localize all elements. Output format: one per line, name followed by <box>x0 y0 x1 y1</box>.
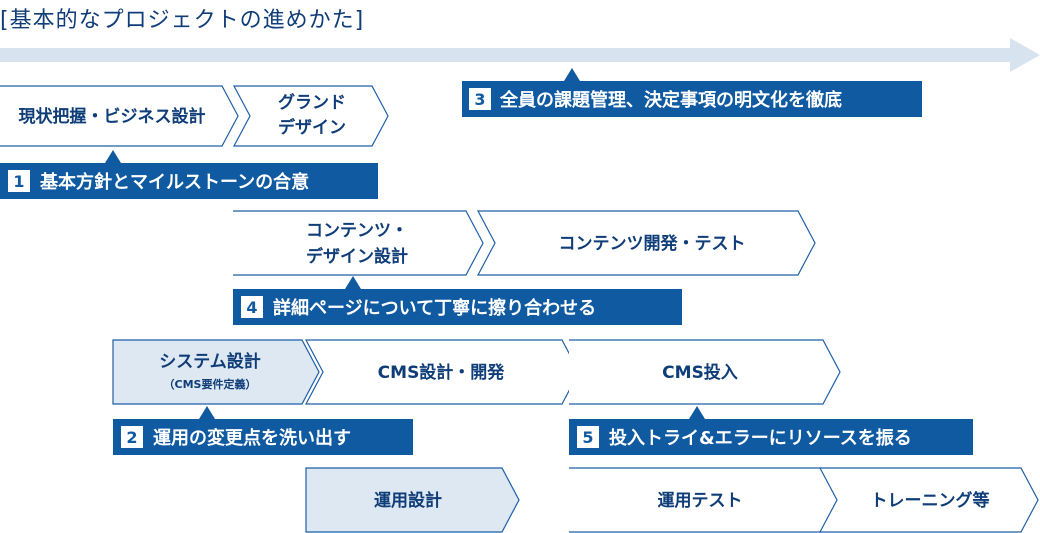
step-operation-design: 運用設計 <box>305 467 520 533</box>
callout-number: 1 <box>13 172 24 191</box>
callout-5: 5 投入トライ&エラーにリソースを振る <box>569 406 973 455</box>
step-label: デザイン設計 <box>306 246 408 267</box>
callout-text: 運用の変更点を洗い出す <box>153 427 351 449</box>
step-label: コンテンツ・ <box>306 221 408 241</box>
callout-text: 全員の課題管理、決定事項の明文化を徹底 <box>499 89 842 111</box>
step-label: 現状把握・ビジネス設計 <box>19 106 206 127</box>
step-training: トレーニング等 <box>819 467 1039 533</box>
callout-number: 3 <box>474 90 485 109</box>
page-title: [基本的なプロジェクトの進めかた] <box>0 8 365 33</box>
callout-3: 3 全員の課題管理、決定事項の明文化を徹底 <box>462 68 922 117</box>
step-label: CMS設計・開発 <box>378 362 506 383</box>
step-label: 運用テスト <box>658 491 743 511</box>
callout-4: 4 詳細ページについて丁寧に擦り合わせる <box>233 276 682 325</box>
step-label: 運用設計 <box>374 490 442 511</box>
callout-1: 1 基本方針とマイルストーンの合意 <box>0 150 378 199</box>
step-cms-design-dev: CMS設計・開発 <box>305 339 580 405</box>
step-label: システム設計 <box>159 351 261 372</box>
callout-number: 4 <box>246 298 257 317</box>
step-content-design: コンテンツ・ デザイン設計 <box>233 210 484 276</box>
step-label: トレーニング等 <box>871 490 990 511</box>
callout-text: 投入トライ&エラーにリソースを振る <box>609 427 912 449</box>
step-cms-input: CMS投入 <box>569 339 841 405</box>
step-label: コンテンツ開発・テスト <box>559 233 746 254</box>
step-label: デザイン <box>278 117 346 138</box>
timeline-arrow <box>0 38 1040 72</box>
callout-number: 5 <box>582 428 593 447</box>
step-content-dev-test: コンテンツ開発・テスト <box>477 210 816 276</box>
step-operation-test: 運用テスト <box>569 467 840 533</box>
callout-text: 基本方針とマイルストーンの合意 <box>39 171 309 193</box>
step-sublabel: （CMS要件定義） <box>164 377 257 391</box>
step-label: グランド <box>278 92 346 113</box>
callout-number: 2 <box>126 428 137 447</box>
step-system-design: システム設計 （CMS要件定義） <box>112 339 320 405</box>
step-current-analysis-business-design: 現状把握・ビジネス設計 <box>0 85 239 147</box>
step-label: CMS投入 <box>662 362 738 383</box>
callout-text: 詳細ページについて丁寧に擦り合わせる <box>273 297 596 319</box>
step-grand-design: グランド デザイン <box>233 85 389 147</box>
callout-2: 2 運用の変更点を洗い出す <box>113 406 413 455</box>
